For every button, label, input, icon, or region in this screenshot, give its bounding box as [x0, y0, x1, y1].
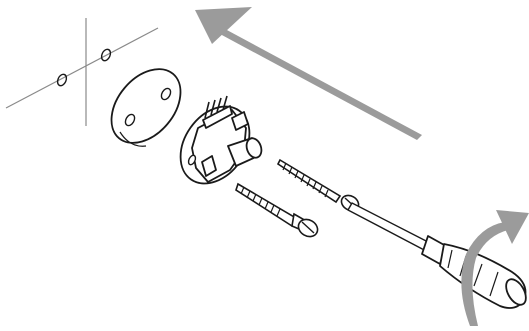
wall-hole-left: [56, 73, 68, 87]
screw-long: [278, 160, 361, 214]
mounting-plate: [98, 56, 195, 156]
bracket: [166, 93, 264, 196]
screw-short: [236, 184, 321, 240]
